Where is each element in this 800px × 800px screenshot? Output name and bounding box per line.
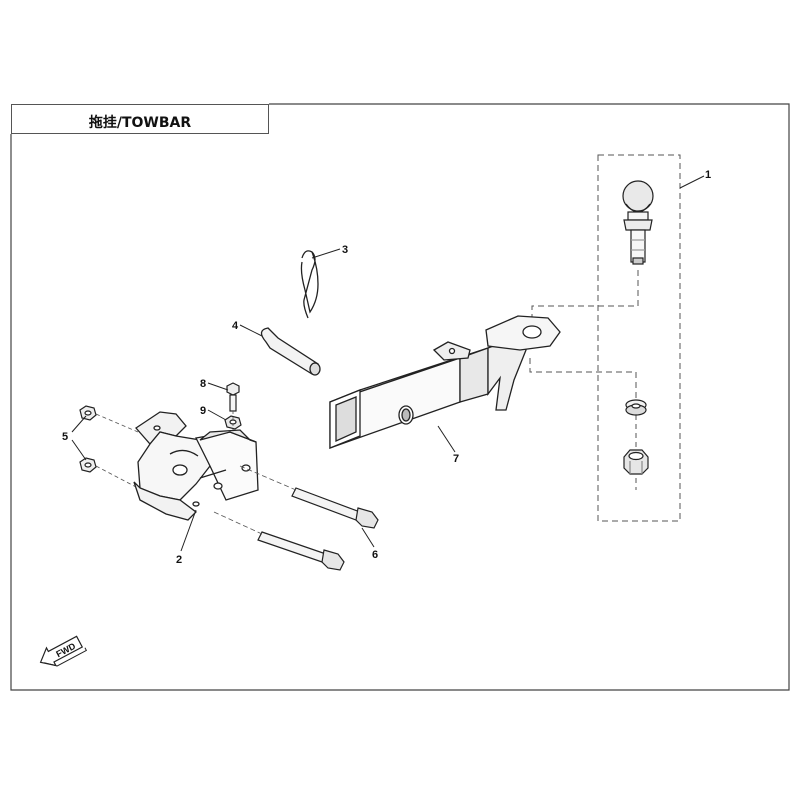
flange-bolt <box>226 382 240 412</box>
kit-dashed-box <box>597 154 681 522</box>
bolt-axis-lower <box>213 511 263 535</box>
leader-lines <box>71 175 705 552</box>
callout-8: 8 <box>200 378 206 390</box>
outer-frame <box>10 103 790 691</box>
towbar-receiver <box>329 315 561 449</box>
callout-7: 7 <box>453 453 459 465</box>
long-bolts <box>257 487 379 571</box>
callout-3: 3 <box>342 244 348 256</box>
flat-washer <box>625 399 647 416</box>
mounting-bracket <box>133 411 259 521</box>
callout-1: 1 <box>705 169 711 181</box>
callout-6: 6 <box>372 549 378 561</box>
diagram-title: 拖挂/TOWBAR <box>88 115 192 131</box>
hitch-ball <box>622 180 654 265</box>
nut-alignment-line <box>529 358 637 402</box>
nuts-pair <box>79 405 97 473</box>
callout-4: 4 <box>232 320 239 332</box>
fwd-arrow-icon: FWD <box>39 635 88 667</box>
nut-axis-upper <box>95 413 139 433</box>
diagram-title-box: 拖挂/TOWBAR <box>11 104 269 134</box>
lock-nut <box>623 449 649 475</box>
hitch-pin <box>260 327 321 376</box>
ball-alignment-line <box>531 270 639 324</box>
callout-5: 5 <box>62 431 68 443</box>
hitch-pin-clip <box>300 250 319 319</box>
bolt-axis-upper <box>239 465 297 491</box>
callout-9: 9 <box>200 405 206 417</box>
callout-2: 2 <box>176 554 182 566</box>
nut-axis-lower <box>95 465 139 489</box>
